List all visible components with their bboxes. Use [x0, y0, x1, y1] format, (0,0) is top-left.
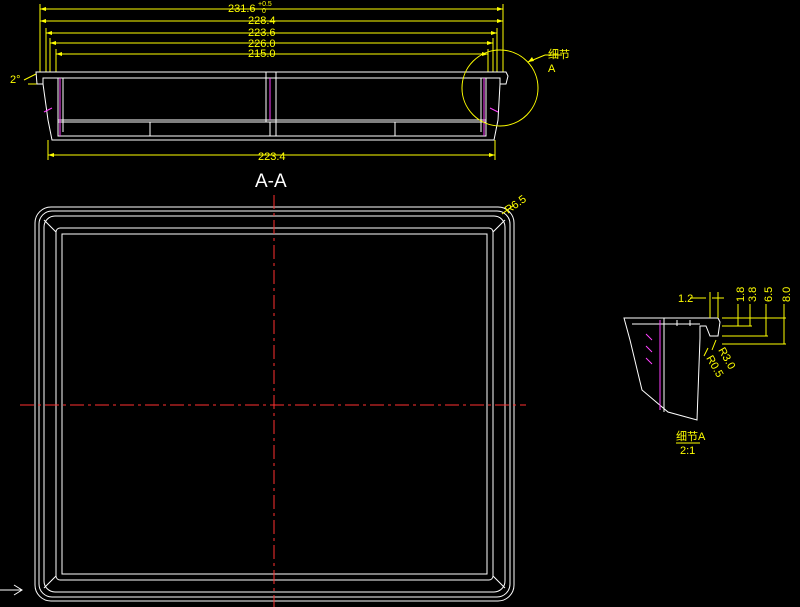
corner-radius-text: R6.5	[503, 193, 529, 216]
detail-inner-lines	[632, 318, 700, 412]
hatch-marks	[43, 107, 499, 113]
dim-tol-lower: 0	[262, 8, 266, 15]
detail-dim-1-2-text: 1.2	[678, 293, 693, 305]
detail-dim-1-2	[690, 292, 724, 318]
detail-leader-arrow	[528, 57, 534, 62]
section-view: 231.6 +0.5 0 228.4 223.6 226.0 215.0 223…	[10, 1, 570, 192]
corner-lines	[43, 219, 506, 589]
inner-wall-profile	[57, 78, 487, 137]
floor-top	[58, 119, 486, 123]
dim-text-226-0: 226.0	[248, 38, 276, 50]
hidden-lines	[59, 78, 485, 136]
detail-dim-6-5-text: 6.5	[763, 287, 775, 302]
inner-wall-line	[62, 78, 482, 132]
view-arrow-icon	[0, 584, 23, 596]
tray-section-outline	[35, 71, 509, 141]
detail-callout-title: 细节	[548, 48, 570, 61]
detail-title: 细节A	[676, 430, 706, 443]
detail-dim-3-8-text: 3.8	[747, 287, 759, 302]
rim-profile	[35, 71, 509, 85]
detail-profile	[623, 317, 721, 421]
detail-hatch	[645, 320, 661, 410]
detail-dim-1-8-text: 1.8	[735, 287, 747, 302]
dim-text-223-4: 223.4	[258, 151, 286, 163]
dim-text-215-0: 215.0	[248, 48, 276, 60]
detail-circle	[461, 49, 539, 127]
plan-view: R6.5	[0, 193, 529, 607]
dim-text-228-4: 228.4	[248, 15, 276, 27]
dim-text-223-6: 223.6	[248, 27, 276, 39]
draft-angle-text: 2°	[10, 74, 21, 86]
radius-leader	[501, 204, 515, 215]
detail-radius-leaders	[703, 339, 717, 357]
dim-tol-upper: +0.5	[258, 1, 272, 8]
center-rib	[265, 72, 277, 122]
detail-dim-verticals	[722, 304, 786, 345]
floor-ribs	[149, 122, 396, 136]
detail-dim-8-0-text: 8.0	[781, 287, 793, 302]
detail-callout-letter: A	[548, 63, 556, 75]
detail-scale: 2:1	[680, 445, 695, 457]
section-dimension-lines	[39, 4, 504, 160]
outer-wall-profile	[42, 83, 501, 141]
draft-angle-leader	[23, 73, 40, 85]
dim-text-231-6: 231.6	[228, 3, 256, 15]
section-label: A-A	[255, 171, 287, 192]
detail-view: 1.2 1.8 3.8 6.5 8.0 R3.0 R0.5 细节A 2:1	[623, 287, 793, 457]
